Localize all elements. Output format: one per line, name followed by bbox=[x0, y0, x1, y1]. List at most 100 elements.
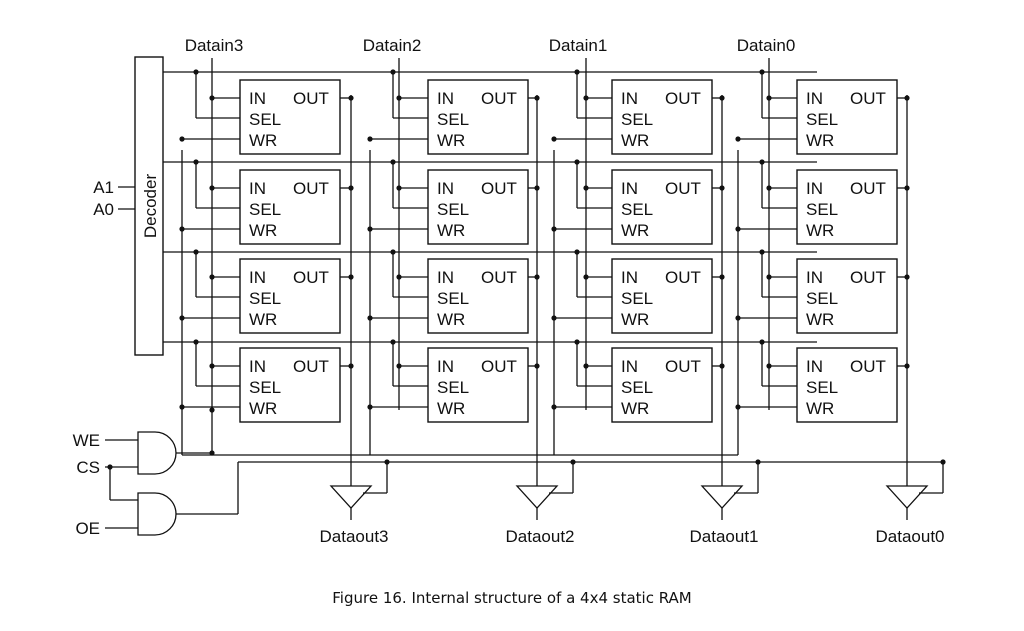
memory-cell-r1-c2 bbox=[611, 169, 713, 245]
datain3-label: Datain3 bbox=[185, 36, 244, 55]
memory-cell-r0-c0 bbox=[239, 79, 341, 155]
cell-out-pin: OUT bbox=[850, 357, 886, 376]
cell-sel-pin: SEL bbox=[437, 289, 469, 308]
cell-out-pin: OUT bbox=[850, 89, 886, 108]
write-and-gate bbox=[137, 431, 177, 475]
cell-sel-pin: SEL bbox=[437, 378, 469, 397]
cell-out-pin: OUT bbox=[293, 268, 329, 287]
cell-sel-pin: SEL bbox=[806, 110, 838, 129]
dataout3-label: Dataout3 bbox=[320, 527, 389, 546]
memory-cell-r3-c3 bbox=[796, 347, 898, 423]
memory-cell-r2-c0 bbox=[239, 258, 341, 334]
cell-wr-pin: WR bbox=[437, 310, 465, 329]
output-buffer-1 bbox=[515, 485, 559, 509]
cell-wr-pin: WR bbox=[621, 221, 649, 240]
cell-wr-pin: WR bbox=[806, 221, 834, 240]
memory-cell-r0-c1 bbox=[427, 79, 529, 155]
datain1-label: Datain1 bbox=[549, 36, 608, 55]
cell-in-pin: IN bbox=[249, 357, 266, 376]
cell-wr-pin: WR bbox=[249, 221, 277, 240]
cell-out-pin: OUT bbox=[481, 89, 517, 108]
memory-cell-r1-c1 bbox=[427, 169, 529, 245]
output-buffer-0 bbox=[329, 485, 373, 509]
memory-cell-r1-c0 bbox=[239, 169, 341, 245]
we-label: WE bbox=[73, 431, 100, 450]
memory-cell-r2-c1 bbox=[427, 258, 529, 334]
cell-out-pin: OUT bbox=[293, 179, 329, 198]
cell-sel-pin: SEL bbox=[249, 289, 281, 308]
cell-wr-pin: WR bbox=[437, 399, 465, 418]
cell-out-pin: OUT bbox=[481, 357, 517, 376]
decoder-block bbox=[134, 56, 164, 356]
cell-sel-pin: SEL bbox=[806, 289, 838, 308]
cell-in-pin: IN bbox=[621, 89, 638, 108]
cell-wr-pin: WR bbox=[806, 310, 834, 329]
memory-grid: IN OUT SEL WR IN OUT SEL WR IN OUT SEL WR IN OUT SEL WR… bbox=[163, 58, 946, 520]
cell-sel-pin: SEL bbox=[621, 289, 653, 308]
cell-in-pin: IN bbox=[437, 179, 454, 198]
memory-cell-r3-c2 bbox=[611, 347, 713, 423]
cell-out-pin: OUT bbox=[293, 89, 329, 108]
cell-in-pin: IN bbox=[437, 357, 454, 376]
cell-wr-pin: WR bbox=[621, 399, 649, 418]
cs-label: CS bbox=[76, 458, 100, 477]
cell-out-pin: OUT bbox=[293, 357, 329, 376]
memory-cell-r3-c0 bbox=[239, 347, 341, 423]
cell-sel-pin: SEL bbox=[806, 200, 838, 219]
decoder-label: Decoder bbox=[141, 174, 160, 239]
output-buffer-3 bbox=[885, 485, 929, 509]
cell-sel-pin: SEL bbox=[249, 110, 281, 129]
datain0-label: Datain0 bbox=[737, 36, 796, 55]
cell-in-pin: IN bbox=[249, 89, 266, 108]
dataout0-label: Dataout0 bbox=[876, 527, 945, 546]
cell-out-pin: OUT bbox=[665, 357, 701, 376]
cell-sel-pin: SEL bbox=[621, 378, 653, 397]
cell-out-pin: OUT bbox=[665, 268, 701, 287]
cell-out-pin: OUT bbox=[481, 179, 517, 198]
cell-out-pin: OUT bbox=[481, 268, 517, 287]
datain2-label: Datain2 bbox=[363, 36, 422, 55]
cell-wr-pin: WR bbox=[249, 131, 277, 150]
memory-cell-r3-c1 bbox=[427, 347, 529, 423]
dataout1-label: Dataout1 bbox=[690, 527, 759, 546]
cell-in-pin: IN bbox=[806, 357, 823, 376]
memory-cell-r1-c3 bbox=[796, 169, 898, 245]
control-logic: WE CS OE bbox=[73, 431, 942, 538]
cell-in-pin: IN bbox=[806, 179, 823, 198]
cell-in-pin: IN bbox=[621, 179, 638, 198]
memory-cell-r0-c3 bbox=[796, 79, 898, 155]
cell-out-pin: OUT bbox=[665, 89, 701, 108]
cell-out-pin: OUT bbox=[665, 179, 701, 198]
cell-sel-pin: SEL bbox=[249, 200, 281, 219]
cell-sel-pin: SEL bbox=[806, 378, 838, 397]
output-buffer-2 bbox=[700, 485, 744, 509]
cell-in-pin: IN bbox=[437, 89, 454, 108]
output-enable-and-gate bbox=[137, 492, 177, 536]
cell-in-pin: IN bbox=[437, 268, 454, 287]
cell-out-pin: OUT bbox=[850, 268, 886, 287]
memory-cell-r0-c2 bbox=[611, 79, 713, 155]
cell-in-pin: IN bbox=[249, 268, 266, 287]
cell-sel-pin: SEL bbox=[437, 200, 469, 219]
cell-wr-pin: WR bbox=[249, 310, 277, 329]
cell-in-pin: IN bbox=[621, 357, 638, 376]
oe-label: OE bbox=[75, 519, 100, 538]
cell-wr-pin: WR bbox=[437, 221, 465, 240]
cell-in-pin: IN bbox=[806, 268, 823, 287]
memory-cell-r2-c2 bbox=[611, 258, 713, 334]
cell-sel-pin: SEL bbox=[249, 378, 281, 397]
figure-caption: Figure 16. Internal structure of a 4x4 s… bbox=[332, 589, 692, 607]
cell-wr-pin: WR bbox=[806, 131, 834, 150]
cell-in-pin: IN bbox=[806, 89, 823, 108]
cell-sel-pin: SEL bbox=[437, 110, 469, 129]
cell-wr-pin: WR bbox=[621, 131, 649, 150]
cell-in-pin: IN bbox=[249, 179, 266, 198]
cell-wr-pin: WR bbox=[249, 399, 277, 418]
a1-label: A1 bbox=[93, 178, 114, 197]
cell-wr-pin: WR bbox=[437, 131, 465, 150]
cell-sel-pin: SEL bbox=[621, 110, 653, 129]
a0-label: A0 bbox=[93, 200, 114, 219]
dataout2-label: Dataout2 bbox=[506, 527, 575, 546]
cell-wr-pin: WR bbox=[621, 310, 649, 329]
